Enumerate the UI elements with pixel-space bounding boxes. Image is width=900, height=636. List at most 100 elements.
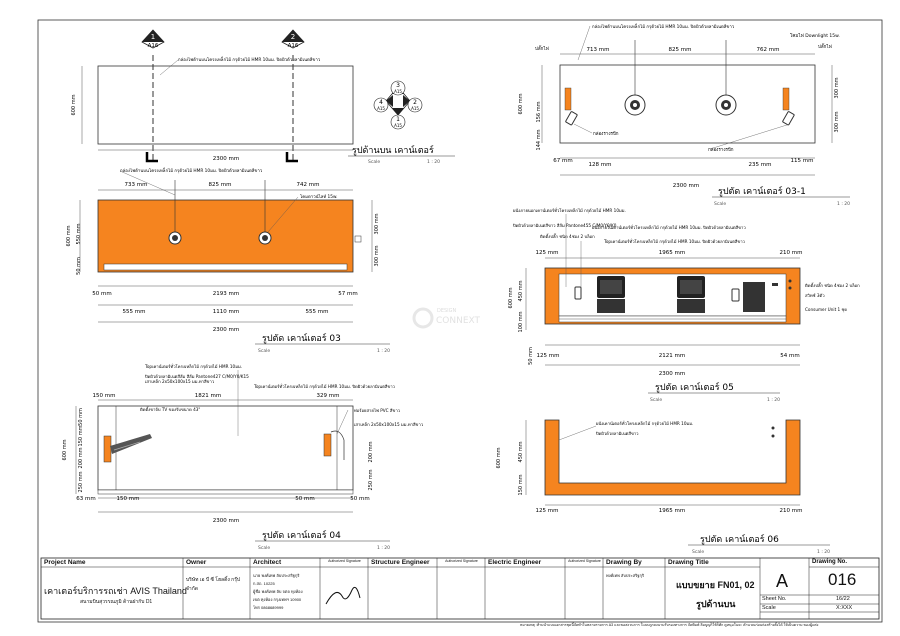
owner-label: Owner	[186, 559, 207, 566]
scale-label: Scale	[692, 549, 704, 555]
dim: 50 mm	[76, 257, 82, 275]
plug-label: ปลั๊กไฟ	[535, 45, 549, 52]
dim: 742 mm	[297, 182, 320, 188]
dim: 210 mm	[780, 508, 803, 514]
note: Topเคาน์เตอร์ทั่วโครงเหล็กไม้ กรุด้วยไม้…	[144, 363, 242, 370]
dim: 150 mm	[117, 496, 140, 502]
note: ติดตั้งขาจับ TV ของรับขนาด 43"	[140, 406, 201, 412]
key-number: 3	[396, 82, 400, 89]
top-view-title: รูปด้านบน เคาน์เตอร์	[352, 144, 434, 156]
section-04-title: รูปตัด เคาน์เตอร์ 04	[262, 529, 341, 541]
dim: 150 mm	[78, 425, 84, 446]
architect-line: ผู้ชื่อ พงศ์เทพ ลับ จตจ ทุงห้อง	[253, 589, 303, 594]
architect-label: Architect	[253, 559, 282, 566]
dim: 125 mm	[536, 250, 559, 256]
section-03: กล่องไฟด้านบนโครงเหล็กไม้ กรุด้วยไม้ HMR…	[66, 166, 390, 354]
dim: 1821 mm	[195, 393, 221, 399]
dim: 2300 mm	[659, 371, 685, 377]
architect-line: นาย พงศ์เทพ ลับประสริฐกุริ	[253, 573, 300, 578]
dim: 1110 mm	[213, 309, 239, 315]
section-03-title: รูปตัด เคาน์เตอร์ 03	[262, 332, 341, 344]
note: สวิทช์ 3ตัว	[805, 293, 825, 298]
dim: 733 mm	[125, 182, 148, 188]
architect-line: เขต ทุงห้อง กรุงเทพฯ 10900	[253, 597, 302, 602]
note: ผนังเคาน์เตอร์ทั่วโครงเหล็กไม้ กรุด้วยไม…	[596, 420, 693, 427]
paper-size: A	[776, 571, 789, 591]
dim: 50 mm	[528, 347, 534, 365]
dim: 2193 mm	[213, 291, 239, 297]
downlight-label: โคมไฟ Downlight 15w.	[790, 32, 840, 39]
watermark-line1: DESIGN	[437, 308, 457, 314]
architect-line: โทร 0868689999	[253, 605, 284, 610]
scale-value: 1 : 20	[377, 348, 390, 354]
scale-value: 1 : 20	[817, 549, 830, 555]
authorized-signature-label: Authorized Signature	[328, 559, 361, 563]
note: ติดตั้งปลั๊ก ชนิด 4ช่อง 2 บล็อก	[540, 233, 595, 239]
dim: 200 mm	[78, 447, 84, 468]
dim-width: 2300 mm	[213, 156, 239, 162]
dim: 50 mm	[78, 408, 84, 426]
note: ผนังภายในเคาน์เตอร์ทั่วโครงเหล็กไม้ กรุด…	[592, 224, 746, 231]
scale-value: 1 : 20	[767, 397, 780, 403]
scale-value: 1 : 20	[377, 545, 390, 551]
dim: 250 mm	[78, 471, 84, 492]
drawing-no-label: Drawing No.	[812, 559, 848, 565]
title-block	[40, 557, 880, 620]
drawing-subtitle: รูปด้านบน	[696, 599, 736, 609]
scale-label: Scale	[714, 201, 726, 207]
sheet-label: Sheet No.	[762, 596, 787, 602]
dim: 762 mm	[757, 47, 780, 53]
structure-engineer-label: Structure Engineer	[371, 559, 430, 566]
note: ปิดผิวด้วยลามิเนตสีขาว	[595, 431, 639, 436]
note: Consumer Unit 1 ชุด	[805, 307, 847, 313]
plug-label: ปลั๊กไฟ	[818, 43, 832, 50]
key-ref: A15	[377, 106, 385, 111]
architect-line: ก.สถ. 10225	[253, 581, 275, 586]
dim: 450 mm	[518, 441, 524, 462]
dim: 115 mm	[791, 158, 814, 164]
project-name: เคาเตอร์บริการรถเช่า AVIS Thailand	[44, 586, 187, 596]
dim: 1965 mm	[659, 508, 685, 514]
dim: 300 mm	[374, 213, 380, 234]
section-marker-1: 1 A16	[141, 29, 165, 49]
scale-label: Scale	[650, 397, 662, 403]
owner-name: บริษัท เอ บี ซี โฮลดิ้ง กรุ๊ป จำกัด	[186, 577, 241, 592]
note: ผนังภายนอกเคาน์เตอร์ทั่วโครงเหล็กไม้ กรุ…	[513, 207, 626, 214]
box-label: กล่องรางรปีก	[593, 131, 619, 137]
dim: 156 mm	[536, 101, 542, 122]
sheet-number: 16/22	[836, 596, 850, 602]
dim: 50 mm	[295, 496, 314, 502]
electric-engineer-label: Electric Engineer	[488, 559, 542, 566]
note: Topเคาน์เตอร์ทั่วโครงเหล็กไม้ กรุด้วยไม้…	[603, 238, 746, 245]
section-03-light-note: โคมดาวน์ไลท์ 15w.	[300, 193, 338, 200]
dim: 1965 mm	[659, 250, 685, 256]
dim: 67 mm	[553, 158, 572, 164]
dim: 50 mm	[350, 496, 369, 502]
dim: 125 mm	[537, 353, 560, 359]
scale-label: Scale	[762, 605, 776, 611]
section-04: Topเคาน์เตอร์ทั่วโครงเหล็กไม้ กรุด้วยไม้…	[62, 363, 424, 551]
section-ref: A16	[148, 43, 159, 49]
section-marker-2: 2 A16	[281, 29, 305, 49]
scale-value: 1 : 20	[427, 159, 440, 165]
dim: 713 mm	[587, 47, 610, 53]
project-name-label: Project Name	[44, 559, 86, 566]
dim: 555 mm	[306, 309, 329, 315]
tv-bracket-icon	[103, 434, 152, 463]
dim: 63 mm	[76, 496, 95, 502]
dim: 57 mm	[338, 291, 357, 297]
dim: 2300 mm	[213, 327, 239, 333]
section-03-note: กล่องไฟด้านบนโครงเหล็กไม้ กรุด้วยไม้ HMR…	[120, 166, 263, 174]
watermark-logo: DESIGN CONNEXT	[412, 307, 481, 329]
top-view-note: กล่องไฟด้านบนโครงเหล็กไม้ กรุด้วยไม้ HMR…	[178, 55, 321, 63]
dim: 128 mm	[589, 162, 612, 168]
dim: 125 mm	[536, 508, 559, 514]
dim: 150 mm	[93, 393, 116, 399]
dim: 210 mm	[780, 250, 803, 256]
dim: 100 mm	[518, 311, 524, 332]
note: ปิดผิวด้วยลามิเนตสีขาว สีส้ม Pantone455 …	[512, 223, 617, 228]
authorized-signature-label: Authorized Signature	[568, 559, 601, 563]
key-number: 1	[396, 116, 400, 123]
dim: 825 mm	[209, 182, 232, 188]
